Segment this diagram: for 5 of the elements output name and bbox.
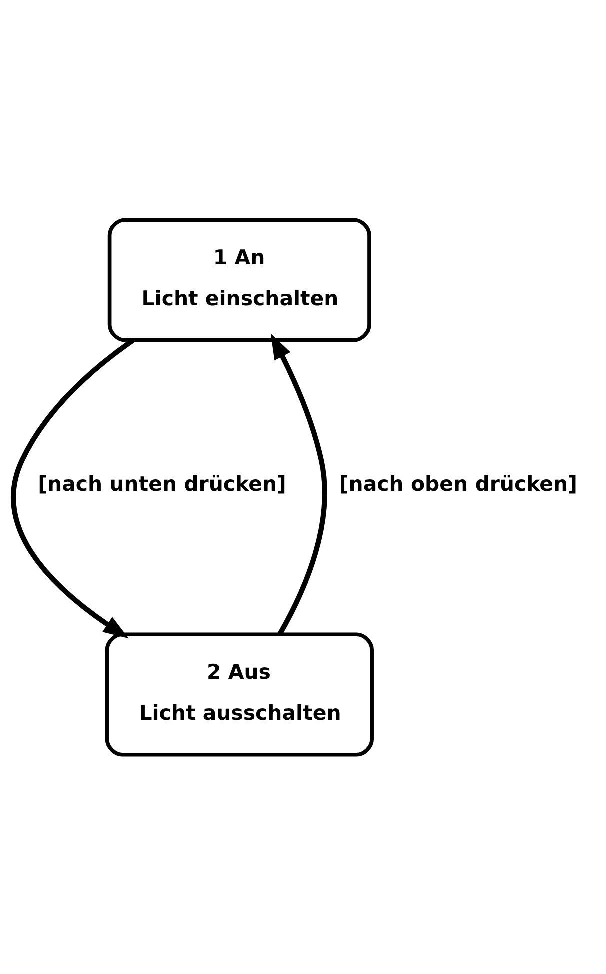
node-box: 1 An Licht einschalten	[108, 218, 372, 342]
arrow	[270, 333, 328, 636]
edge-label: [nach oben drücken]	[339, 472, 578, 496]
node-box: 2 Aus Licht ausschalten	[105, 632, 374, 756]
edge-label: [nach unten drücken]	[38, 472, 286, 496]
